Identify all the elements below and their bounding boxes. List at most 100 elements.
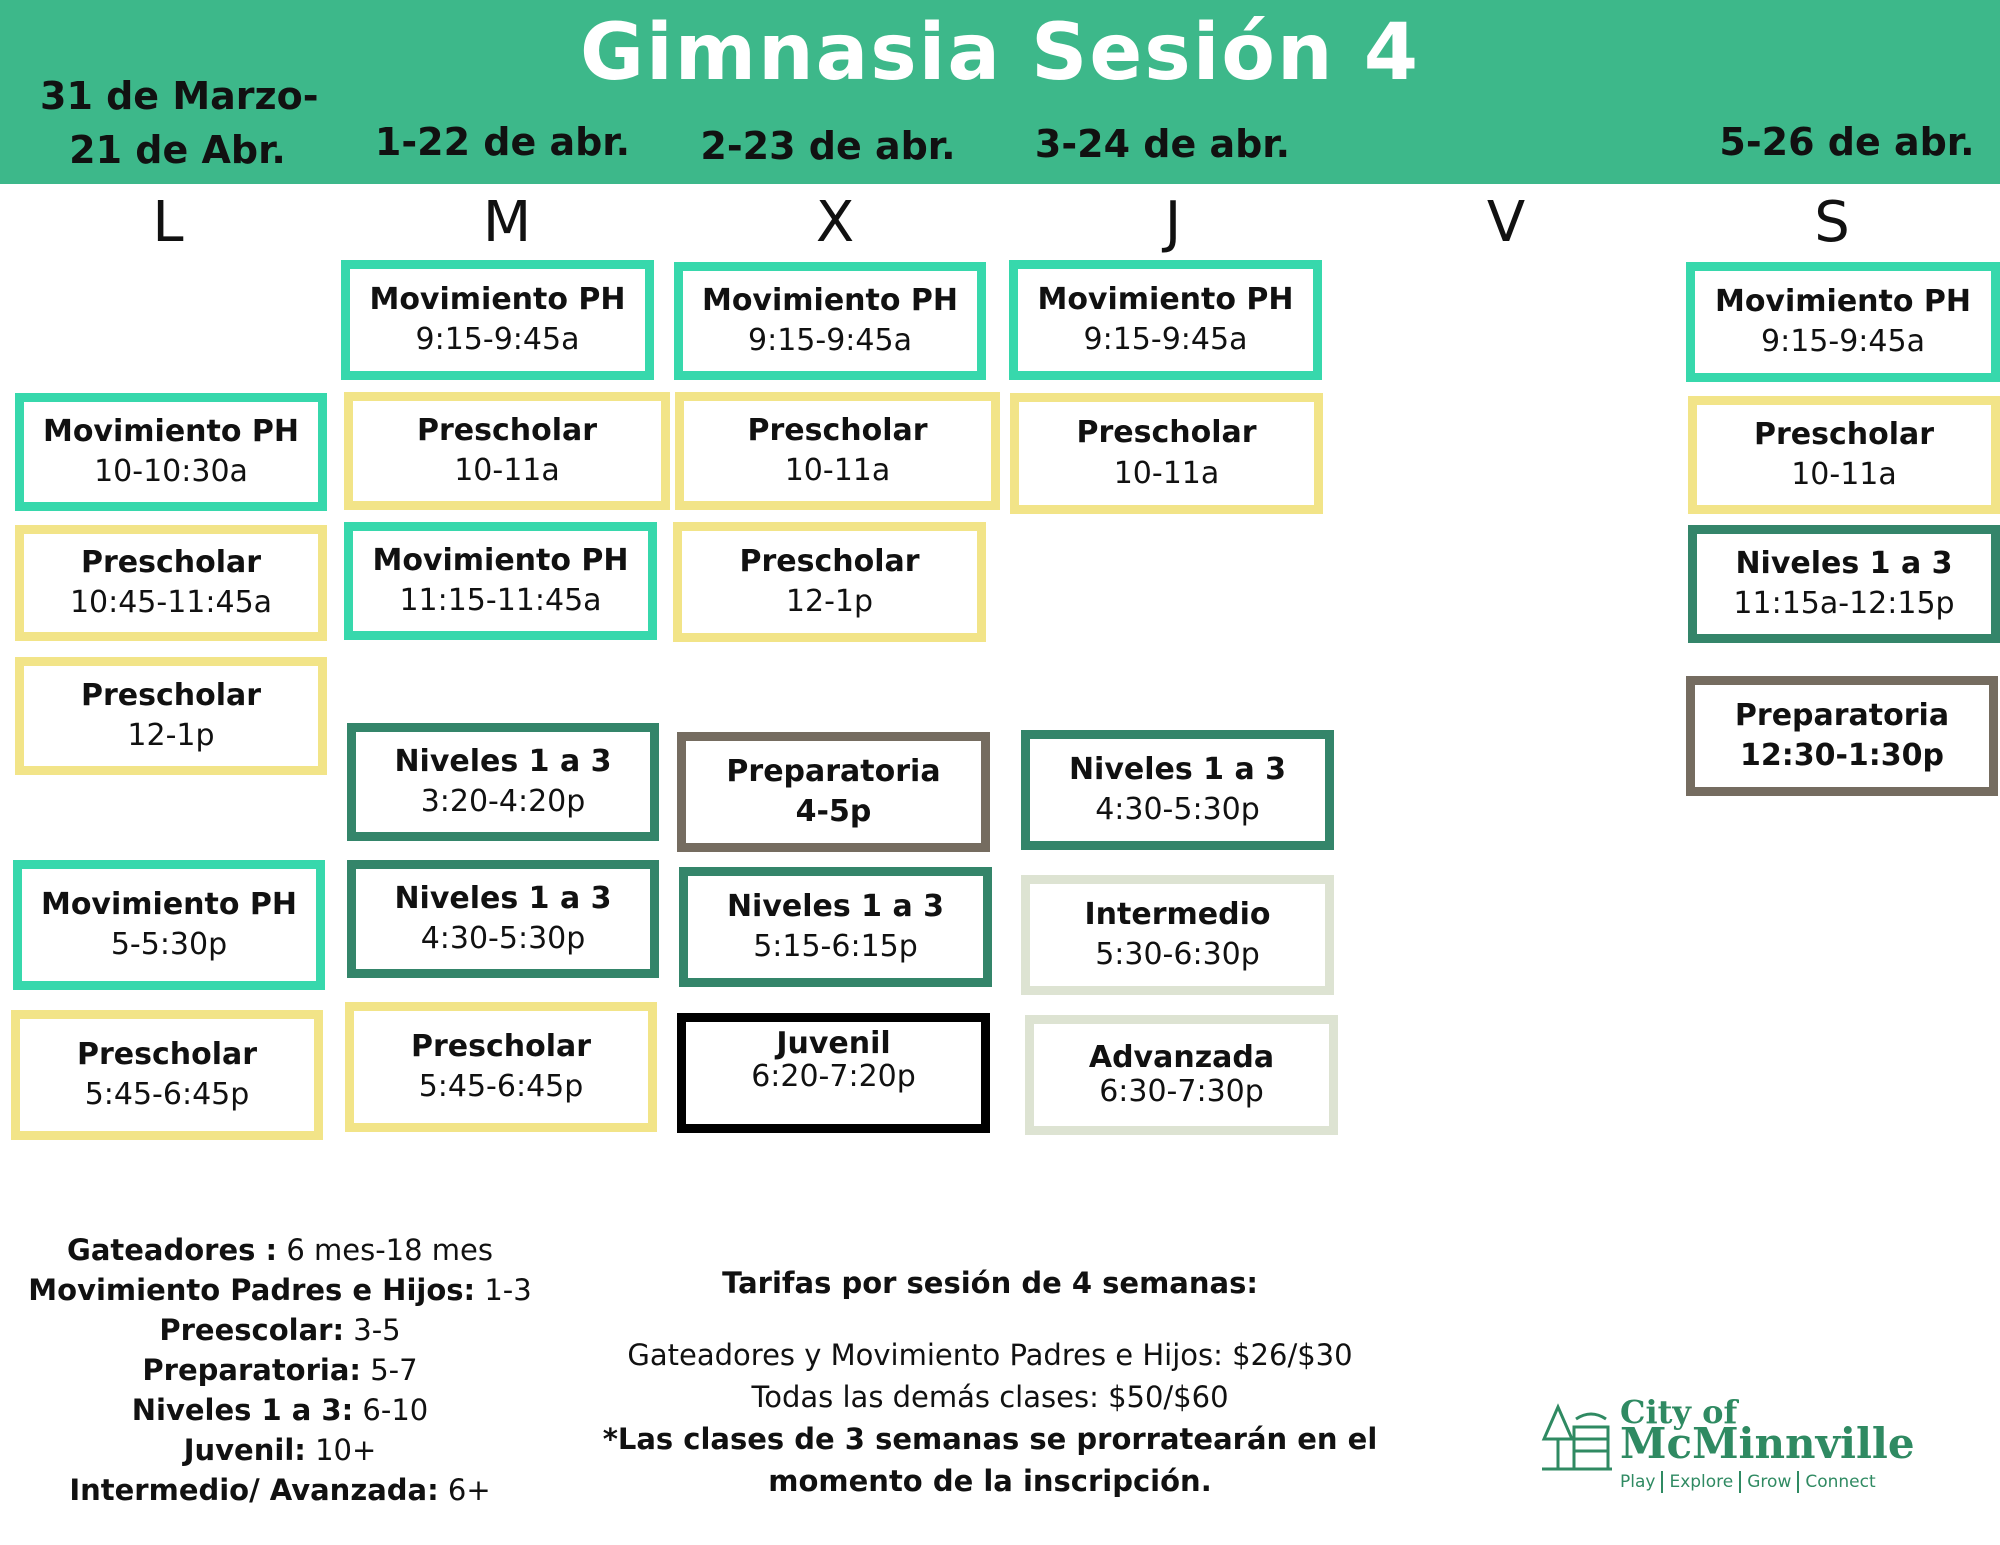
fees-title: Tarifas por sesión de 4 semanas: (722, 1266, 1258, 1300)
class-box: Niveles 1 a 3 4:30-5:30p (1021, 730, 1334, 850)
class-name: Prescholar (416, 412, 598, 448)
class-name: Movimiento PH (1037, 281, 1294, 317)
class-box: Prescholar 12-1p (673, 522, 986, 642)
class-box: Prescholar 5:45-6:45p (11, 1010, 323, 1140)
class-name: Niveles 1 a 3 (394, 880, 612, 916)
class-name: Intermedio (1084, 896, 1271, 932)
class-time: 10-11a (454, 453, 560, 488)
class-time: 12-1p (127, 718, 215, 753)
age-row: Preescolar: 3-5 (20, 1310, 540, 1350)
class-box: Prescholar 10-11a (344, 392, 670, 510)
class-box: Preparatoria 12:30-1:30p (1686, 676, 1998, 796)
age-label: Preparatoria: (142, 1353, 362, 1388)
fees-line: Gateadores y Movimiento Padres e Hijos: … (627, 1338, 1353, 1373)
class-name: Niveles 1 a 3 (1068, 751, 1287, 787)
class-box: Niveles 1 a 3 3:20-4:20p (347, 723, 659, 841)
class-name: Prescholar (1753, 416, 1935, 452)
day-label-s: S (1814, 190, 1850, 255)
class-name: Movimiento PH (372, 542, 629, 578)
class-time: 4:30-5:30p (1095, 792, 1260, 827)
day-label-l: L (152, 190, 184, 255)
fees-note: momento de la inscripción. (768, 1464, 1212, 1499)
age-value: 6 mes-18 mes (277, 1233, 493, 1267)
class-time: 11:15-11:45a (399, 583, 602, 618)
class-time: 10-10:30a (94, 454, 248, 489)
class-time: 6:30-7:30p (1099, 1074, 1264, 1109)
class-name: Prescholar (80, 677, 262, 713)
age-value: 1-3 (475, 1273, 532, 1308)
class-time: 5:15-6:15p (753, 929, 918, 964)
class-name: Prescholar (1076, 415, 1257, 450)
class-box: Prescholar 10-11a (1688, 396, 2000, 514)
logo-tag-item: Grow (1747, 1472, 1792, 1492)
page-title: Gimnasia Sesión 4 (580, 8, 1420, 98)
date-lunes-line1: 31 de Marzo- (40, 74, 319, 118)
class-time: 6:20-7:20p (751, 1059, 916, 1094)
logo-name-line1: City of (1620, 1393, 1738, 1431)
class-name: Prescholar (739, 543, 920, 579)
class-name: Movimiento PH (369, 281, 626, 317)
day-label-j: J (1164, 190, 1182, 255)
class-box: Movimiento PH 9:15-9:45a (674, 262, 986, 380)
age-ranges: Gateadores : 6 mes-18 mes Movimiento Pad… (20, 1230, 540, 1510)
class-name: Prescholar (80, 544, 262, 580)
logo-name-line2: McMinnville (1620, 1419, 1915, 1468)
class-name: Movimiento PH (40, 886, 298, 922)
class-time: 5:45-6:45p (84, 1077, 250, 1112)
date-miercoles: 2-23 de abr. (700, 124, 956, 168)
fees-line: Todas las demás clases: $50/$60 (751, 1380, 1229, 1415)
class-time: 5:30-6:30p (1095, 937, 1260, 972)
age-value: 6+ (438, 1473, 491, 1508)
class-name: Movimiento PH (42, 413, 300, 449)
class-time: 5:45-6:45p (418, 1069, 584, 1104)
class-time: 5-5:30p (110, 927, 228, 962)
class-time: 12-1p (785, 584, 874, 619)
class-time: 10-11a (1113, 455, 1220, 491)
class-box: Niveles 1 a 3 11:15a-12:15p (1688, 525, 2000, 643)
class-box: Advanzada 6:30-7:30p (1025, 1015, 1338, 1135)
class-box: Movimiento PH 9:15-9:45a (1686, 262, 2000, 382)
date-sabado: 5-26 de abr. (1719, 120, 1975, 164)
class-box: Niveles 1 a 3 4:30-5:30p (347, 860, 659, 978)
class-box: Movimiento PH 10-10:30a (15, 393, 327, 511)
class-name: Prescholar (747, 412, 928, 448)
logo-tag-item: Connect (1805, 1472, 1876, 1492)
class-box: Movimiento PH 9:15-9:45a (1009, 260, 1322, 380)
date-lunes-line2: 21 de Abr. (69, 127, 286, 172)
logo-tag-item: Play (1620, 1472, 1656, 1492)
age-label: Preescolar: (159, 1313, 345, 1348)
class-time: 3:20-4:20p (420, 784, 586, 819)
class-name: Juvenil (776, 1026, 891, 1061)
class-name: Prescholar (410, 1028, 592, 1064)
class-box: Prescholar 10:45-11:45a (15, 525, 327, 641)
day-label-v: V (1486, 190, 1526, 255)
age-label: Gateadores : (67, 1233, 278, 1267)
class-box: Movimiento PH 11:15-11:45a (344, 522, 657, 640)
class-time: 10:45-11:45a (69, 585, 273, 620)
age-value: 5-7 (361, 1353, 418, 1388)
class-name: Movimiento PH (701, 282, 959, 318)
day-label-m: M (482, 190, 532, 255)
age-label: Juvenil: (183, 1433, 306, 1468)
class-time: 12:30-1:30p (1739, 738, 1945, 773)
class-name: Niveles 1 a 3 (726, 888, 945, 924)
class-name: Advanzada (1088, 1039, 1275, 1075)
date-lunes: 31 de Marzo- 21 de Abr. (40, 70, 319, 178)
class-box: Intermedio 5:30-6:30p (1021, 875, 1334, 995)
class-time: 10-11a (1791, 457, 1897, 492)
header-banner (0, 0, 2000, 184)
age-label: Niveles 1 a 3: (131, 1393, 354, 1428)
class-box: Prescholar 12-1p (15, 657, 327, 775)
class-box: Niveles 1 a 3 5:15-6:15p (679, 867, 992, 987)
class-box: Movimiento PH 9:15-9:45a (341, 260, 654, 380)
age-row: Intermedio/ Avanzada: 6+ (20, 1470, 540, 1510)
class-time: 4:30-5:30p (420, 921, 586, 956)
age-row: Juvenil: 10+ (20, 1430, 540, 1470)
class-time: 11:15a-12:15p (1733, 586, 1955, 621)
class-name: Preparatoria (1734, 697, 1950, 733)
class-box: Prescholar 5:45-6:45p (345, 1002, 657, 1132)
class-name: Movimiento PH (1714, 283, 1972, 319)
age-row: Preparatoria: 5-7 (20, 1350, 540, 1390)
